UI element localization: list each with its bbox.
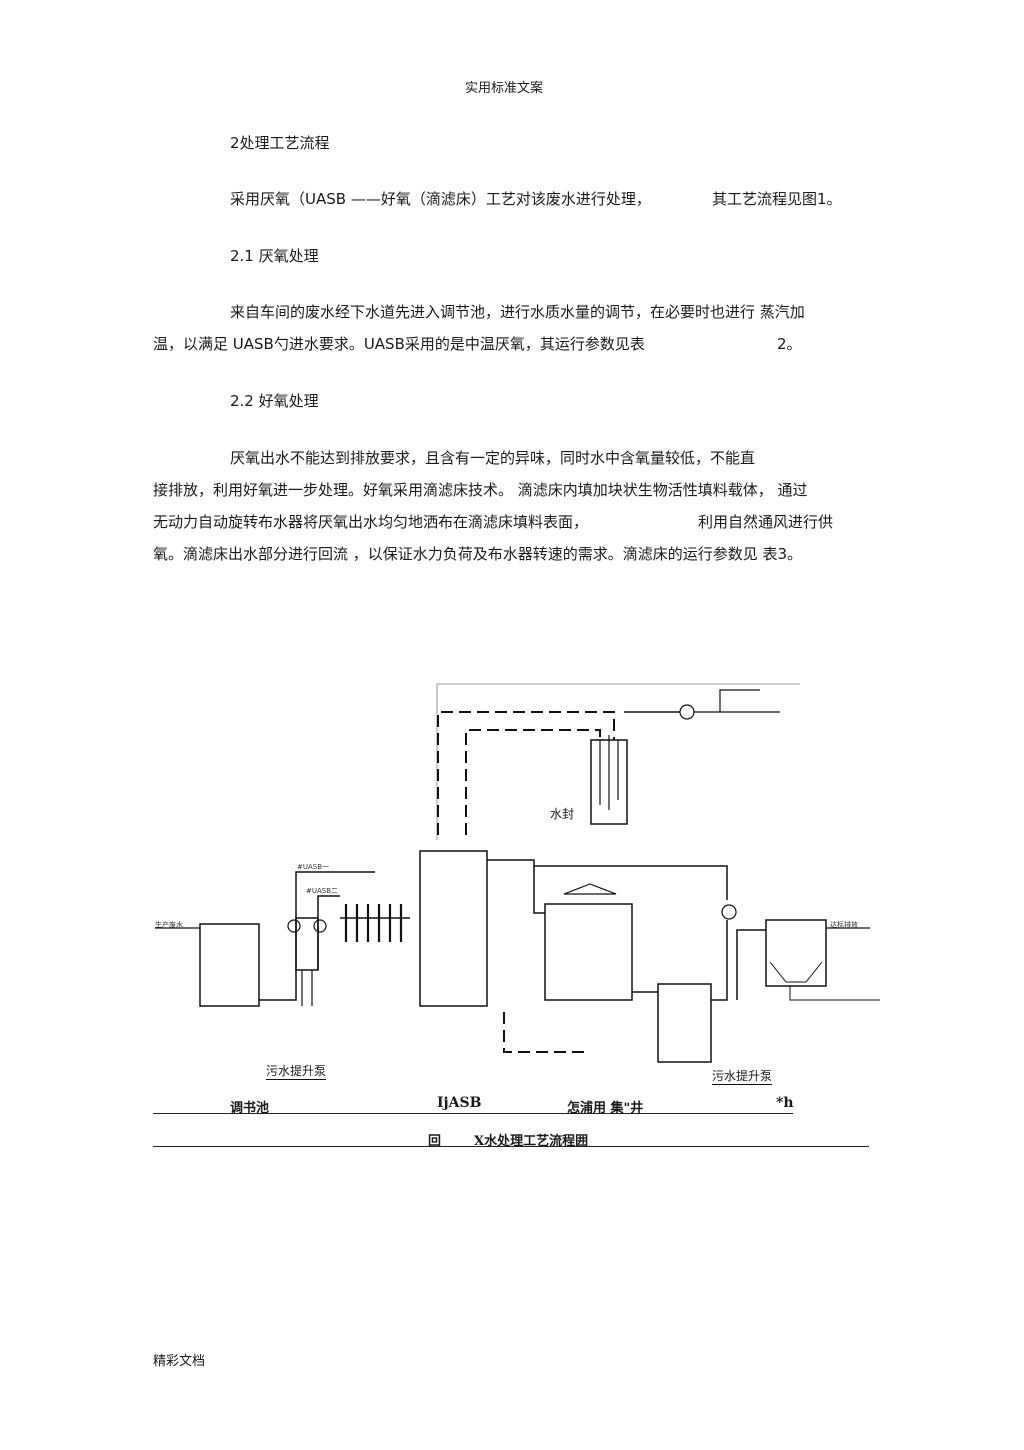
paragraph-2-2-line3b: 利用自然通风进行供	[698, 513, 834, 531]
settling-cone	[769, 961, 823, 983]
intro-text-part1: 采用厌氧（UASB ——好氧（滴滤床）工艺对该废水进行处理，	[230, 190, 651, 208]
settling-drain-line	[789, 986, 880, 1001]
intro-text-part2: 其工艺流程见图1。	[712, 190, 842, 208]
figure-title: X水处理工艺流程囲	[474, 1134, 589, 1149]
section-heading-2-2: 2.2 好氧处理	[230, 392, 319, 410]
label-lift-pump-1: 污水提升泵	[266, 1062, 327, 1080]
paragraph-2-2-line1: 厌氧出水不能达到排放要求，且含有一定的异味，同时水中含氧量较低，不能直	[230, 449, 756, 467]
section-heading-2: 2处理工艺流程	[230, 134, 330, 152]
gas-pipe-outer	[437, 711, 615, 835]
gas-pipe-inner	[465, 729, 601, 835]
water-seal-pipes	[599, 735, 619, 810]
tank-to-pump-pipe	[259, 970, 297, 1001]
uasb-sludge-line	[503, 1012, 584, 1053]
return-pump-circle	[721, 904, 737, 920]
paragraph-2-2-line4: 氧。滴滤床出水部分进行回流 ，以保证水力负荷及布水器转速的需求。滴滤床的运行参数…	[153, 545, 803, 563]
page-header: 实用标准文案	[465, 81, 544, 96]
pump-line-2	[317, 895, 340, 970]
paragraph-2-1-line1: 来自车间的废水经下水道先进入调节池，进行水质水量的调节，在必要时也进行 蒸汽加	[230, 303, 805, 321]
regulating-tank	[199, 923, 260, 1007]
heat-exchanger-bars	[344, 904, 403, 942]
label-uasb-1: #UASB一	[297, 863, 330, 871]
section-heading-2-1: 2.1 厌氧处理	[230, 247, 319, 265]
return-pump-lines	[711, 920, 766, 1001]
label-inlet: 生产废水	[155, 921, 183, 929]
label-outlet: 达标排放	[830, 921, 858, 929]
label-water-seal: 水封	[550, 807, 575, 821]
label-lift-pump-2: 污水提升泵	[712, 1067, 773, 1085]
filter-inlet-pipe	[533, 866, 545, 914]
caption-uasb: IjASB	[437, 1095, 482, 1111]
pump-circle-b	[313, 919, 327, 933]
uasb-reactor	[419, 850, 488, 1007]
trickling-filter	[544, 903, 633, 1001]
pump-circle-a	[287, 919, 301, 933]
caption-filter-well: 怎浦用 集"井	[567, 1101, 644, 1116]
label-uasb-2: #UASB二	[306, 887, 339, 895]
paragraph-2-1-line2: 温，以满足 UASB勺进水要求。UASB采用的是中温厌氧，其运行参数见表	[153, 335, 645, 353]
pump-feet	[301, 970, 313, 1006]
figure-number: 回	[428, 1134, 442, 1149]
caption-regulating-tank: 调书池	[230, 1101, 270, 1116]
rotary-distributor	[563, 883, 617, 895]
label-lift-pump-2-text: 污水提升泵	[712, 1069, 773, 1085]
paragraph-2-1-table-ref: 2。	[777, 335, 802, 353]
page-footer: 精彩文档	[153, 1354, 206, 1369]
settling-tank	[765, 919, 827, 987]
gas-meter-circle	[679, 704, 695, 720]
caption-underline	[153, 1113, 793, 1114]
caption-end: *h	[776, 1095, 794, 1111]
gas-outlet-lines	[694, 689, 780, 713]
collecting-well	[657, 983, 712, 1063]
label-lift-pump-1-text: 污水提升泵	[266, 1064, 327, 1080]
pump-housing	[295, 917, 319, 971]
paragraph-2-2-line3: 无动力自动旋转布水器将厌氧出水均匀地洒布在滴滤床填料表面，	[153, 513, 589, 531]
figure-rule	[153, 1146, 869, 1147]
paragraph-2-2-line2: 接排放，利用好氧进一步处理。好氧采用滴滤床技术。 滴滤床内填加块状生物活性填料载…	[153, 481, 808, 499]
